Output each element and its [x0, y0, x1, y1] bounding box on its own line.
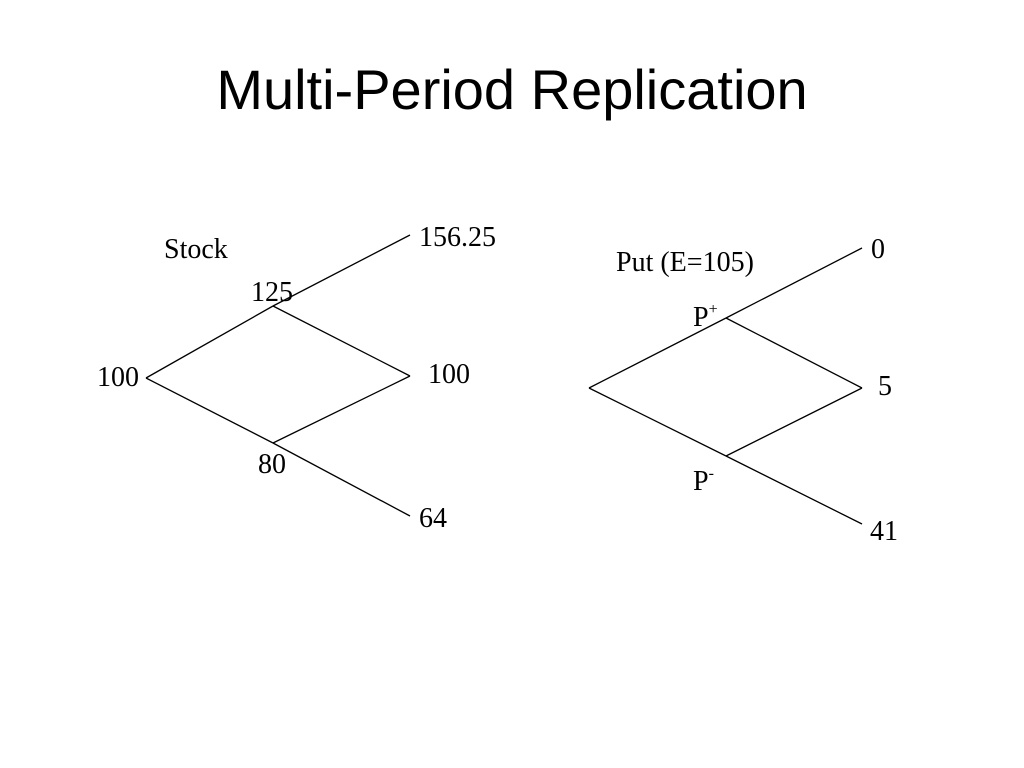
- stock-node-root: 100: [97, 362, 139, 393]
- stock-edge-up-updown: [272, 305, 411, 377]
- stock-node-downdown: 64: [419, 503, 447, 534]
- put-node-down-letter: P: [693, 466, 709, 497]
- put-edge-root-up: [588, 317, 727, 389]
- stock-edge-root-up: [145, 305, 274, 379]
- put-node-downdown: 41: [870, 516, 898, 547]
- stock-edge-up-upup: [272, 234, 411, 307]
- stock-tree-edges: [145, 234, 411, 517]
- put-node-down: P-: [693, 465, 714, 497]
- put-node-upup: 0: [871, 234, 885, 265]
- stock-heading: Stock: [164, 234, 228, 265]
- put-edge-up-updown: [725, 317, 863, 389]
- put-node-up-letter: P: [693, 302, 709, 333]
- stock-edge-root-down: [145, 377, 274, 444]
- stock-node-updown: 100: [428, 359, 470, 390]
- put-tree-edges: [588, 247, 863, 525]
- stock-node-up: 125: [251, 277, 293, 308]
- stock-node-upup: 156.25: [419, 222, 496, 253]
- put-node-up-sign: +: [708, 301, 718, 318]
- put-node-down-sign: -: [708, 465, 714, 482]
- put-edge-root-down: [588, 387, 727, 457]
- put-heading: Put (E=105): [616, 247, 754, 278]
- put-node-updown: 5: [878, 371, 892, 402]
- slide-title: Multi-Period Replication: [216, 58, 808, 121]
- stock-edge-down-downdown: [272, 442, 411, 517]
- put-edge-up-upup: [725, 247, 863, 319]
- put-edge-down-downdown: [725, 455, 863, 525]
- stock-edge-down-updown: [272, 375, 411, 444]
- stock-node-down: 80: [258, 449, 286, 480]
- put-edge-down-updown: [725, 387, 863, 457]
- put-node-up: P+: [693, 301, 718, 333]
